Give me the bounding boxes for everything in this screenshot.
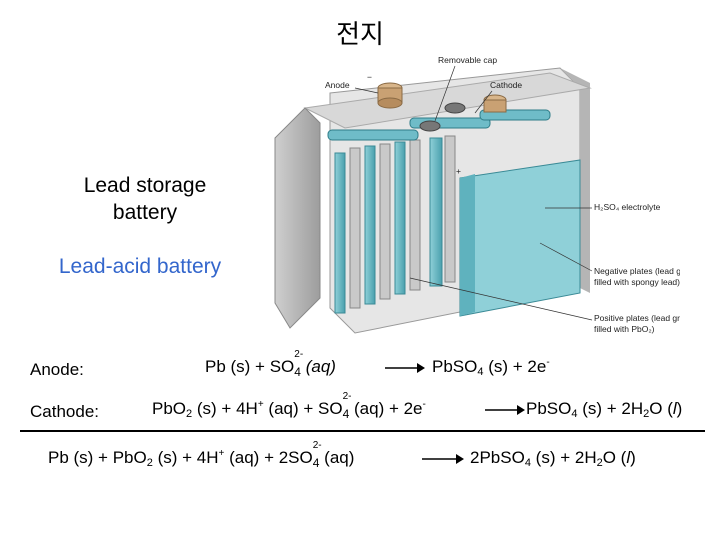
negative-plates-callout-2: filled with spongy lead) [594,277,680,287]
battery-diagram: − + Anode Removable cap Cathode H₂SO₄ el… [274,55,680,334]
anode-reaction-rhs: PbSO4 (s) + 2e- [432,357,550,378]
minus-sign: − [367,72,372,82]
lead-storage-battery-label: Lead storage battery [83,174,207,224]
removable-cap-callout: Removable cap [438,55,497,65]
overall-arrow [422,454,464,464]
plus-sign: + [456,166,461,176]
anode-callout: Anode [325,80,350,90]
positive-plates-callout-1: Positive plates (lead grills [594,313,680,323]
negative-plates-callout-1: Negative plates (lead grills [594,266,680,276]
positive-plates-callout-2: filled with PbO₂) [594,324,655,334]
case-lid [303,72,592,129]
cathode-callout: Cathode [490,80,522,90]
lead-acid-battery-label: Lead-acid battery [58,255,222,278]
cathode-arrow [485,405,525,415]
page-title: 전지 [336,20,384,50]
overall-reaction-rhs: 2PbSO4 (s) + 2H2O (l) [470,448,636,469]
anode-arrow [385,363,425,373]
cathode-label: Cathode: [30,402,99,421]
case-left-wall [274,107,321,329]
cathode-reaction-rhs: PbSO4 (s) + 2H2O (l) [526,399,683,420]
sum-divider-line [20,430,705,432]
removable-cap [419,120,441,132]
anode-label: Anode: [30,360,84,379]
case-right [560,68,590,293]
electrolyte-callout: H₂SO₄ electrolyte [594,202,661,212]
plates [334,135,581,317]
